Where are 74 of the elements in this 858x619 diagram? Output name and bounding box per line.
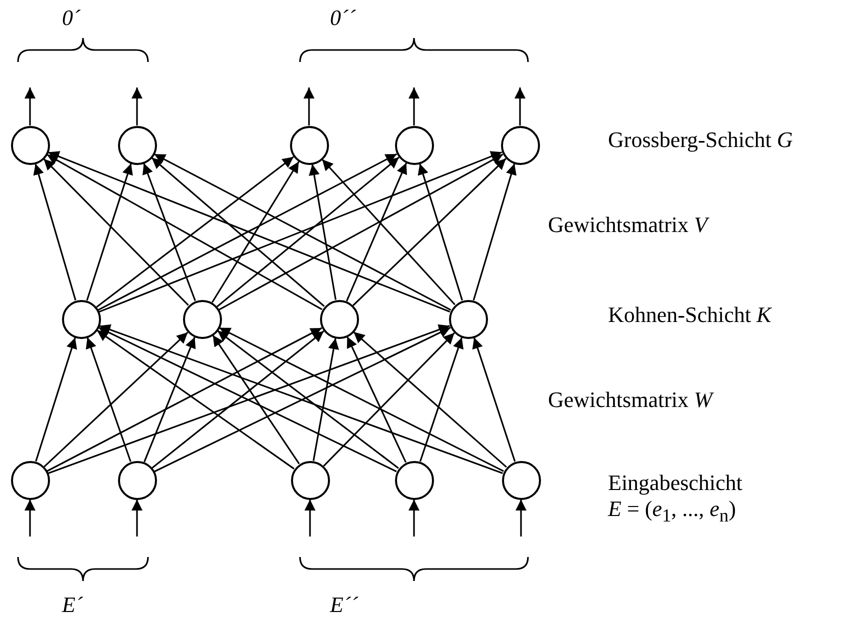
neuron-circle	[118, 126, 156, 164]
neuron-circle	[62, 300, 100, 338]
neuron-circle	[320, 300, 358, 338]
arrow	[98, 153, 398, 311]
arrow	[218, 154, 504, 310]
arrow	[216, 156, 400, 308]
arrow	[304, 88, 314, 126]
arrow	[44, 332, 188, 468]
neuron-circle	[290, 460, 330, 500]
arrow	[472, 163, 517, 301]
arrow	[99, 324, 503, 474]
neuron-circle	[500, 126, 540, 164]
arrow	[408, 88, 420, 126]
layer-label: Eingabeschicht	[608, 470, 742, 496]
arrow	[98, 326, 397, 472]
arrow	[308, 164, 336, 300]
neuron-circle	[10, 460, 50, 500]
arrow	[132, 88, 142, 126]
arrow	[154, 326, 451, 472]
layer-label: Kohnen-Schicht K	[608, 302, 772, 328]
neuron-circle	[394, 126, 434, 164]
neuron-circle	[182, 300, 222, 338]
group-label: E´	[62, 592, 83, 618]
arrow	[86, 337, 132, 462]
arrow	[514, 88, 526, 126]
arrow	[98, 151, 502, 313]
neuron-circle	[290, 126, 328, 164]
arrow	[212, 334, 300, 464]
arrow	[419, 337, 464, 462]
group-label: E´´	[330, 592, 358, 618]
neuron-circle	[118, 460, 156, 500]
arrow	[152, 330, 324, 468]
arrow	[24, 88, 36, 126]
layer-label: E = (e$_{1}$, ..., e$_{n}$)	[608, 496, 736, 528]
arrow	[48, 324, 450, 474]
arrow	[312, 338, 339, 461]
arrow	[33, 164, 76, 300]
group-label: 0´	[62, 5, 80, 31]
arrow	[212, 161, 300, 303]
neuron-circle	[394, 460, 434, 500]
layer-label: Gewichtsmatrix W	[548, 387, 712, 413]
arrow	[151, 157, 325, 307]
arrow	[217, 330, 399, 469]
arrow	[322, 158, 456, 306]
arrow	[346, 162, 408, 302]
arrow	[304, 500, 316, 536]
arrow	[46, 327, 322, 472]
arrow	[96, 156, 294, 308]
arrow	[24, 500, 36, 536]
arrow	[516, 500, 526, 536]
layer-label: Gewichtsmatrix V	[548, 212, 708, 238]
arrow	[353, 331, 507, 468]
arrow	[323, 332, 455, 467]
arrow	[132, 500, 142, 536]
arrow	[154, 153, 452, 311]
arrow	[48, 151, 450, 313]
neuron-circle	[10, 126, 50, 164]
neuron-circle	[448, 300, 488, 338]
arrow	[418, 163, 463, 301]
arrow	[96, 330, 295, 470]
arrow	[35, 337, 78, 462]
arrow	[472, 337, 516, 462]
arrow	[352, 158, 506, 306]
layer-label: Grossberg-Schicht G	[608, 127, 793, 153]
arrow	[142, 162, 196, 302]
arrow	[86, 163, 133, 301]
neuron-circle	[502, 460, 540, 500]
group-label: 0´´	[330, 5, 356, 31]
arrow	[46, 154, 322, 310]
arrow	[144, 336, 196, 462]
arrow	[43, 158, 189, 306]
arrow	[219, 327, 504, 472]
arrow	[346, 336, 406, 463]
arrow	[408, 500, 420, 536]
